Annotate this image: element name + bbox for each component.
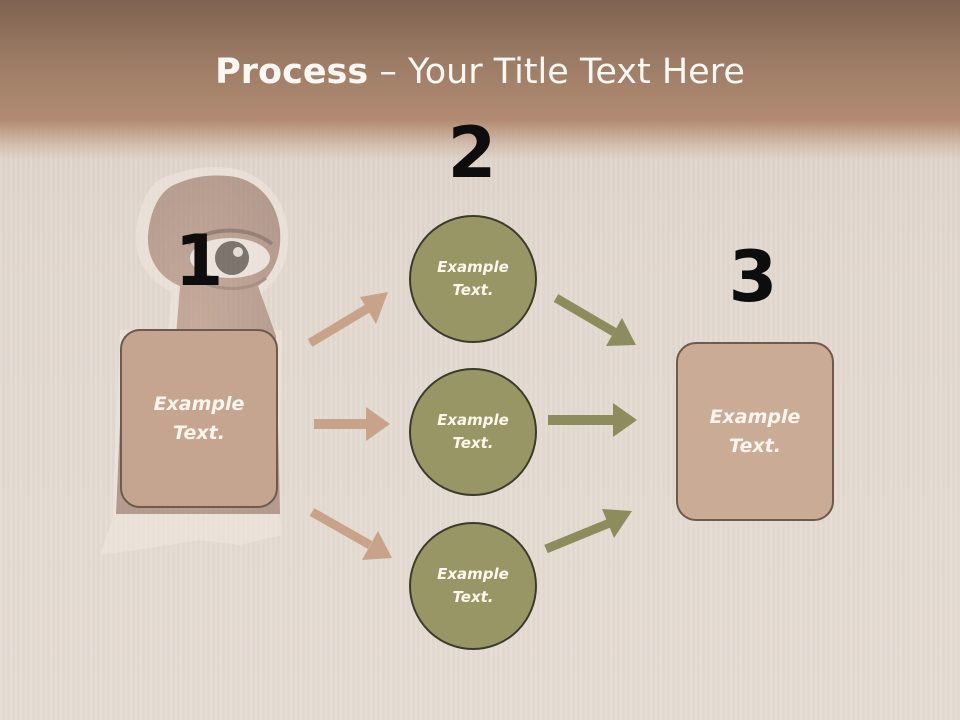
circle-middle-label: Example Text. (437, 411, 509, 452)
arrow-left-middle (314, 407, 390, 441)
arrow-left-bottom (309, 508, 392, 560)
circle-top: Example Text. (409, 215, 537, 343)
slide-title: Process – Your Title Text Here (0, 52, 960, 92)
left-box-label: Example Text. (153, 392, 245, 444)
arrow-right-bottom (544, 509, 632, 554)
step-number-2: 2 (447, 112, 497, 194)
left-box: Example Text. (120, 329, 278, 508)
title-rest: – Your Title Text Here (368, 52, 745, 92)
right-box: Example Text. (676, 342, 834, 521)
circle-bottom-label: Example Text. (437, 565, 509, 606)
arrow-left-top (307, 292, 388, 347)
step-number-1: 1 (174, 220, 224, 302)
arrow-right-middle (548, 403, 637, 437)
header-band (0, 0, 960, 160)
title-bold: Process (215, 52, 369, 92)
step-number-3: 3 (728, 236, 778, 318)
right-box-label: Example Text. (709, 405, 801, 457)
arrow-right-top (553, 294, 636, 346)
circle-bottom: Example Text. (409, 522, 537, 650)
circle-middle: Example Text. (409, 368, 537, 496)
circle-top-label: Example Text. (437, 258, 509, 299)
